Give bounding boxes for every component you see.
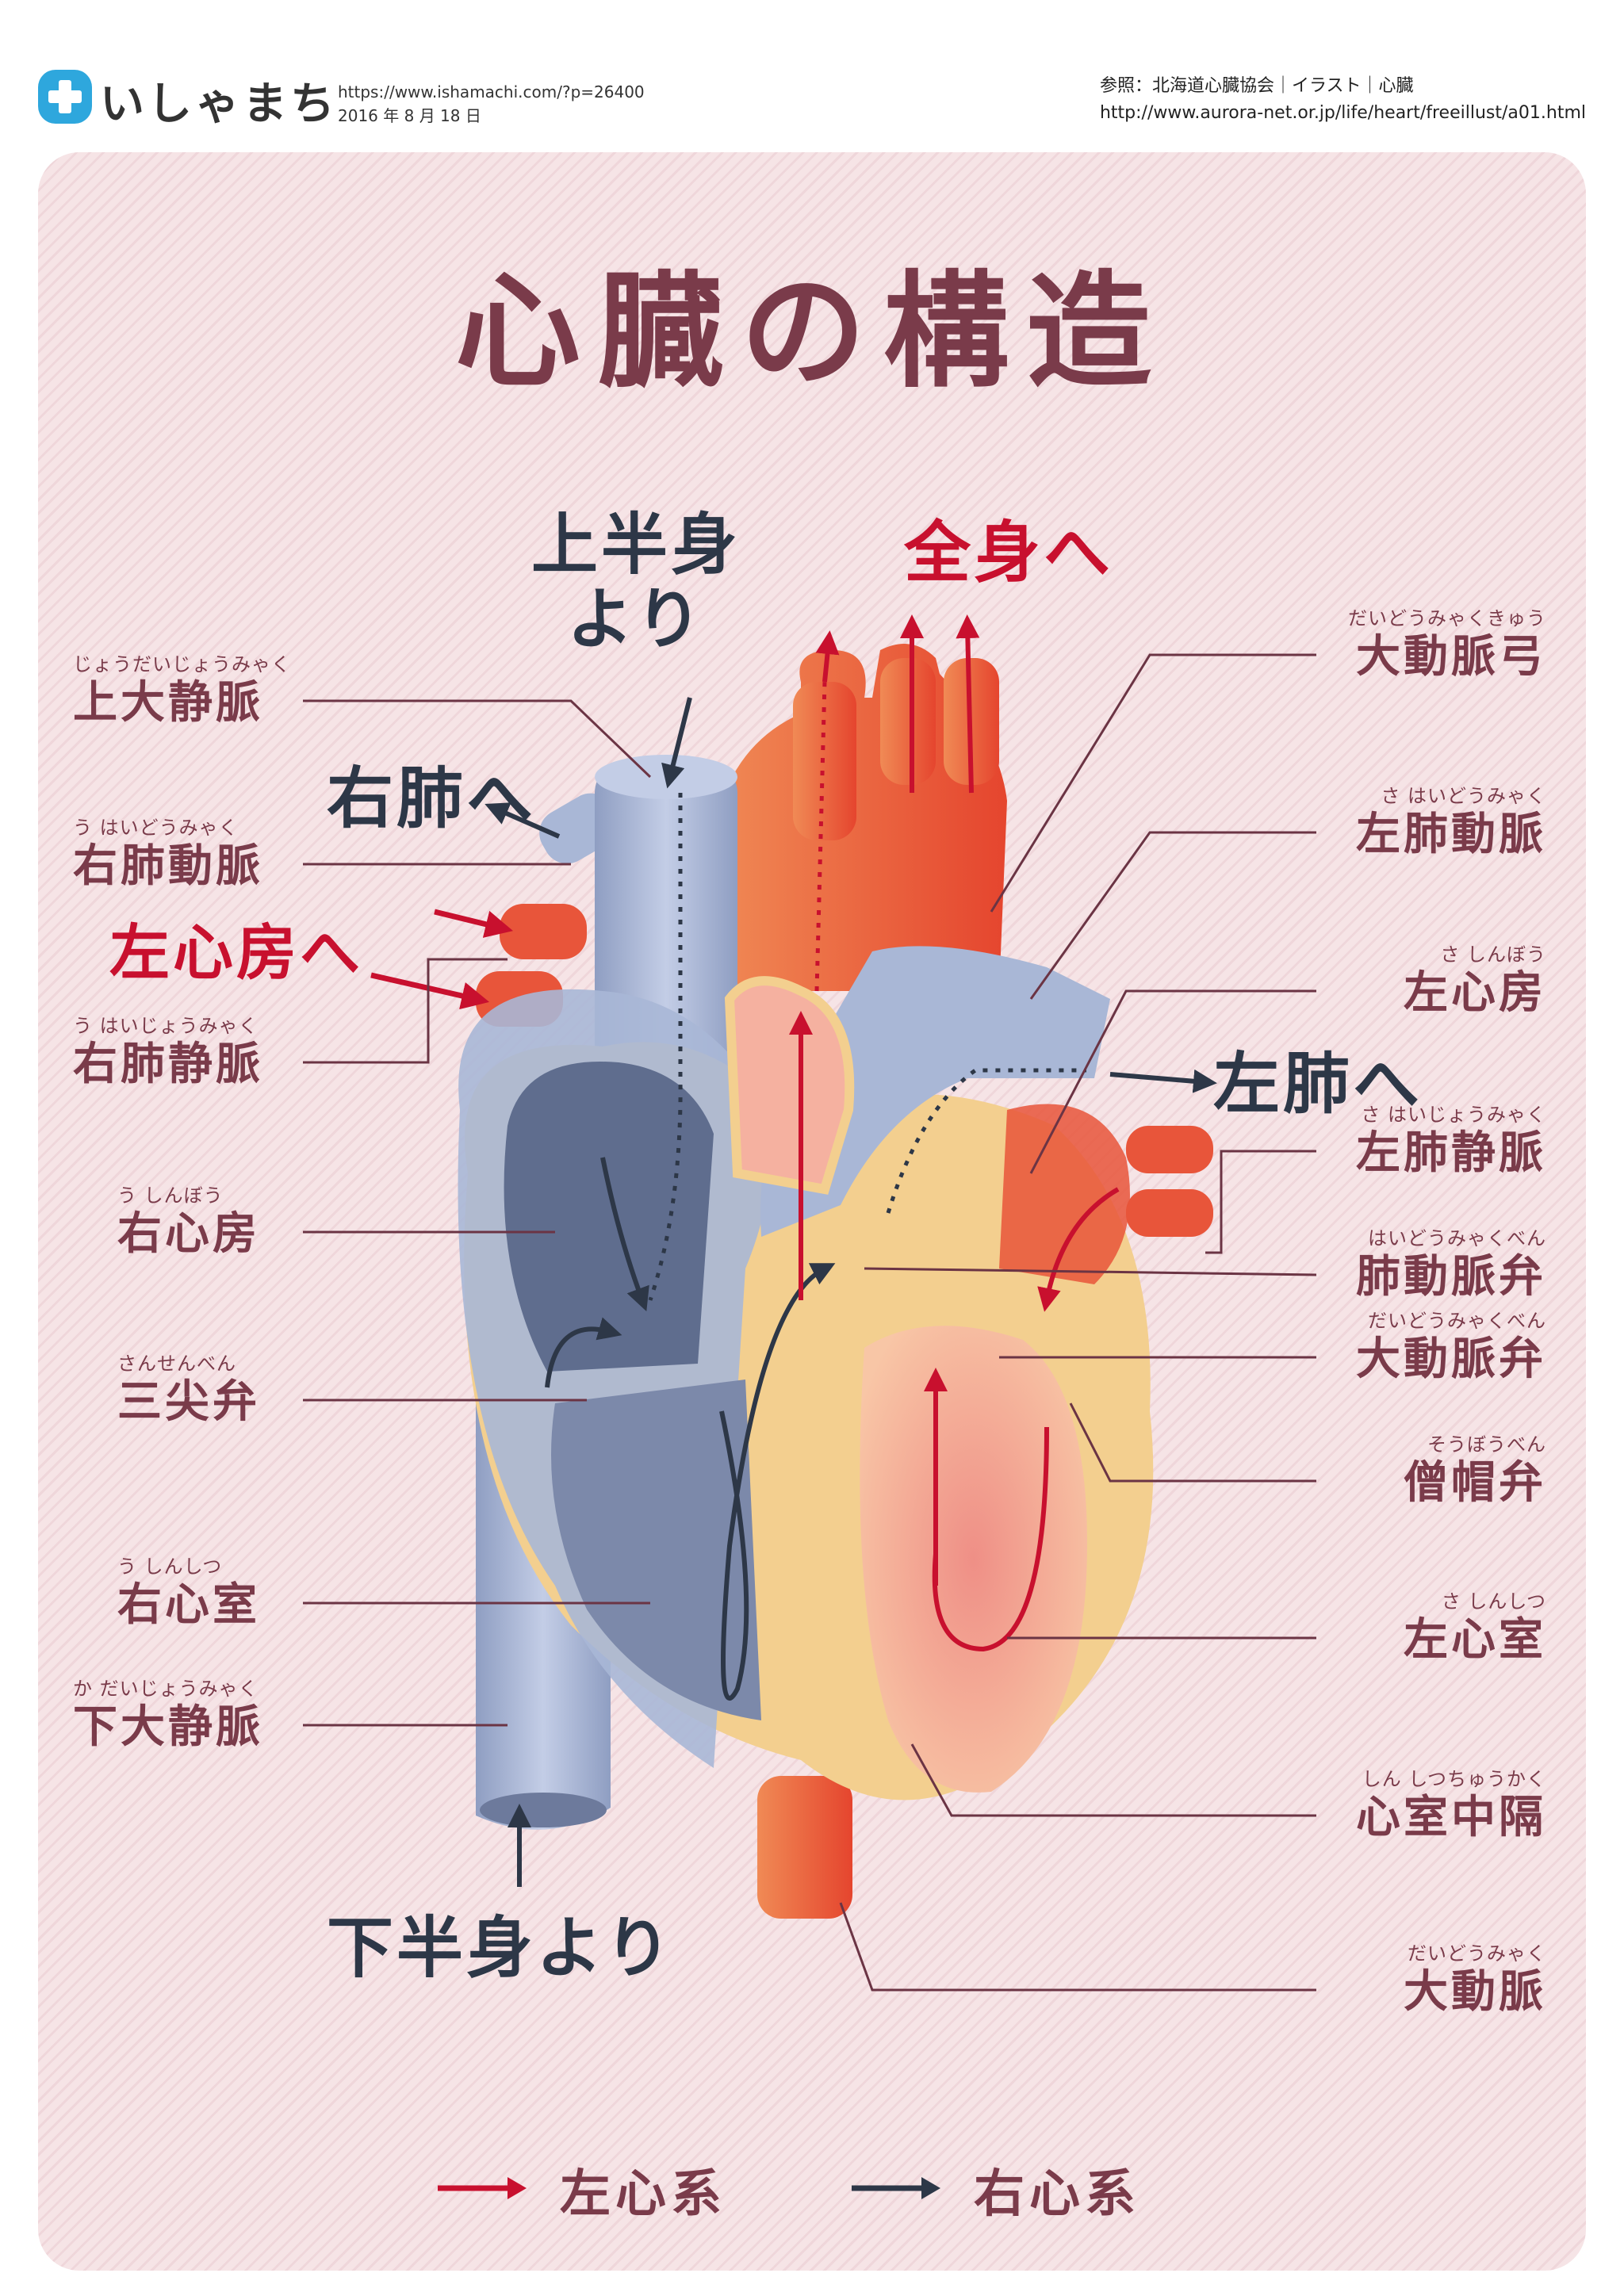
label-aortic-valve: だいどうみゃくべん 大動脈弁 — [1356, 1310, 1546, 1385]
flow-to-whole-body: 全身へ — [904, 514, 1114, 591]
flow-from-lower-body: 下半身より — [327, 1909, 675, 1987]
label-tricuspid-valve: さんせんべん 三尖弁 — [117, 1353, 260, 1428]
label-aortic-arch: だいどうみゃくきゅう 大動脈弓 — [1348, 607, 1546, 683]
legend-right-system: 右心系 — [974, 2165, 1140, 2224]
legend-left-system: 左心系 — [560, 2165, 726, 2224]
legend-left-arrow-icon — [438, 2177, 527, 2199]
reference-text: 参照：北海道心臓協会｜イラスト｜心臓 — [1099, 76, 1414, 96]
label-right-pulmonary-vein: う はいじょうみゃく 右肺静脈 — [73, 1015, 263, 1090]
legend-right-arrow-icon — [852, 2177, 940, 2199]
reference-block: 参照：北海道心臓協会｜イラスト｜心臓 http://www.aurora-net… — [1100, 73, 1586, 127]
label-superior-vena-cava: じょうだいじょうみゃく 上大静脈 — [73, 653, 291, 729]
label-aorta: だいどうみゃく 大動脈 — [1404, 1942, 1546, 2018]
reference-url[interactable]: http://www.aurora-net.or.jp/life/heart/f… — [1099, 103, 1586, 123]
logo-text: いしゃまち — [100, 78, 338, 130]
publish-date: 2016 年 8 月 18 日 — [338, 106, 481, 125]
flow-to-left-lung: 左肺へ — [1213, 1045, 1423, 1123]
label-left-ventricle: さ しんしつ 左心室 — [1404, 1590, 1546, 1666]
label-inferior-vena-cava: か だいじょうみゃく 下大静脈 — [73, 1678, 263, 1753]
label-right-pulmonary-artery: う はいどうみゃく 右肺動脈 — [73, 817, 263, 892]
page-title: 心臓の構造 — [455, 258, 1169, 405]
label-right-atrium: う しんぼう 右心房 — [117, 1184, 260, 1260]
logo-cross-icon — [38, 70, 92, 124]
source-url[interactable]: https://www.ishamachi.com/?p=26400 — [338, 82, 645, 101]
flow-to-right-lung: 右肺へ — [327, 760, 537, 837]
label-mitral-valve: そうぼうべん 僧帽弁 — [1404, 1433, 1546, 1509]
label-pulmonary-valve: はいどうみゃくべん 肺動脈弁 — [1356, 1227, 1546, 1303]
flow-to-left-atrium: 左心房へ — [109, 917, 363, 988]
label-left-pulmonary-artery: さ はいどうみゃく 左肺動脈 — [1356, 785, 1546, 860]
label-left-pulmonary-vein: さ はいじょうみゃく 左肺静脈 — [1356, 1104, 1546, 1179]
label-right-ventricle: う しんしつ 右心室 — [117, 1556, 260, 1631]
label-ventricular-septum: しん しつちゅうかく 心室中隔 — [1356, 1768, 1546, 1843]
flow-from-upper-body: 上半身 より — [531, 506, 741, 658]
label-left-atrium: さ しんぼう 左心房 — [1404, 943, 1546, 1019]
